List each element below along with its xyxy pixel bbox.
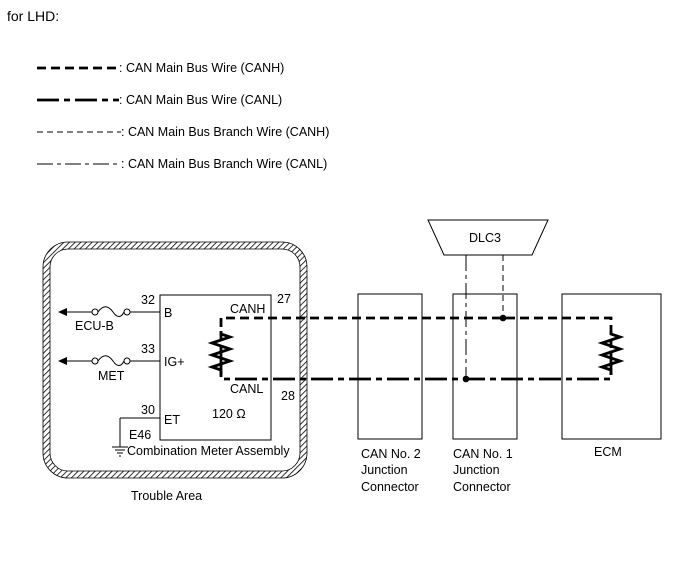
ground-icon xyxy=(112,446,128,457)
trouble-area-border xyxy=(42,241,308,479)
meter-resistance-label: 120 Ω xyxy=(212,407,246,421)
splice-point xyxy=(462,375,470,383)
junction-2-label-line1: CAN No. 2 xyxy=(361,447,421,461)
fuse-terminal xyxy=(91,308,99,316)
pin-33-number: 33 xyxy=(141,342,155,356)
arrow-left-icon xyxy=(58,308,67,316)
legend-item-branch-canh: : CAN Main Bus Branch Wire (CANH) xyxy=(37,125,329,139)
pin-canl-label: CANL xyxy=(230,382,263,396)
splice-point xyxy=(499,314,507,322)
pin-28-number: 28 xyxy=(281,389,295,403)
junction-1-label-line3: Connector xyxy=(453,480,511,494)
resistor-icon-meter xyxy=(207,331,235,375)
dlc3-connector xyxy=(427,219,549,256)
fuse-terminal xyxy=(91,357,99,365)
ecm-label: ECM xyxy=(594,445,622,459)
fuse-terminal xyxy=(123,357,131,365)
pin-b-label: B xyxy=(164,306,172,320)
can-main-bus-canh xyxy=(219,316,613,355)
junction-connector-1 xyxy=(452,293,518,440)
dlc3-label: DLC3 xyxy=(469,231,501,245)
arrow-left-icon xyxy=(58,357,67,365)
fuse-icon xyxy=(97,306,125,317)
legend-item-main-canh: : CAN Main Bus Wire (CANH) xyxy=(37,61,284,75)
meter-power-wires: ECU-B 32 B MET 33 IG+ 30 ET E46 xyxy=(58,293,185,457)
legend: : CAN Main Bus Wire (CANH) : CAN Main Bu… xyxy=(37,61,329,171)
legend-label-branch-canh: : CAN Main Bus Branch Wire (CANH) xyxy=(121,125,329,139)
legend-label-branch-canl: : CAN Main Bus Branch Wire (CANL) xyxy=(121,157,327,171)
ground-e46-label: E46 xyxy=(129,428,151,442)
junction-1-label-line2: Junction xyxy=(453,463,500,477)
fuse-terminal xyxy=(123,308,131,316)
pin-ig-label: IG+ xyxy=(164,355,185,369)
junction-1-label-line1: CAN No. 1 xyxy=(453,447,513,461)
junction-connector-2 xyxy=(357,293,423,440)
combination-meter-label: Combination Meter Assembly xyxy=(127,444,290,458)
pin-30-number: 30 xyxy=(141,403,155,417)
legend-label-main-canl: : CAN Main Bus Wire (CANL) xyxy=(119,93,282,107)
trouble-area: Trouble Area xyxy=(42,241,308,503)
pin-32-number: 32 xyxy=(141,293,155,307)
resistor-icon-ecm xyxy=(597,331,625,375)
fuse-met-label: MET xyxy=(98,369,125,383)
pin-et-label: ET xyxy=(164,413,180,427)
legend-label-main-canh: : CAN Main Bus Wire (CANH) xyxy=(119,61,284,75)
legend-item-main-canl: : CAN Main Bus Wire (CANL) xyxy=(37,93,282,107)
diagram-caption: for LHD: xyxy=(7,8,59,24)
fuse-icon xyxy=(97,355,125,366)
fuse-ecu-b-label: ECU-B xyxy=(75,319,114,333)
pin-27-number: 27 xyxy=(277,292,291,306)
pin-canh-label: CANH xyxy=(230,302,265,316)
trouble-area-label: Trouble Area xyxy=(131,489,202,503)
junction-2-label-line3: Connector xyxy=(361,480,419,494)
legend-item-branch-canl: : CAN Main Bus Branch Wire (CANL) xyxy=(37,157,327,171)
junction-2-label-line2: Junction xyxy=(361,463,408,477)
can-main-bus-canl xyxy=(219,355,613,381)
